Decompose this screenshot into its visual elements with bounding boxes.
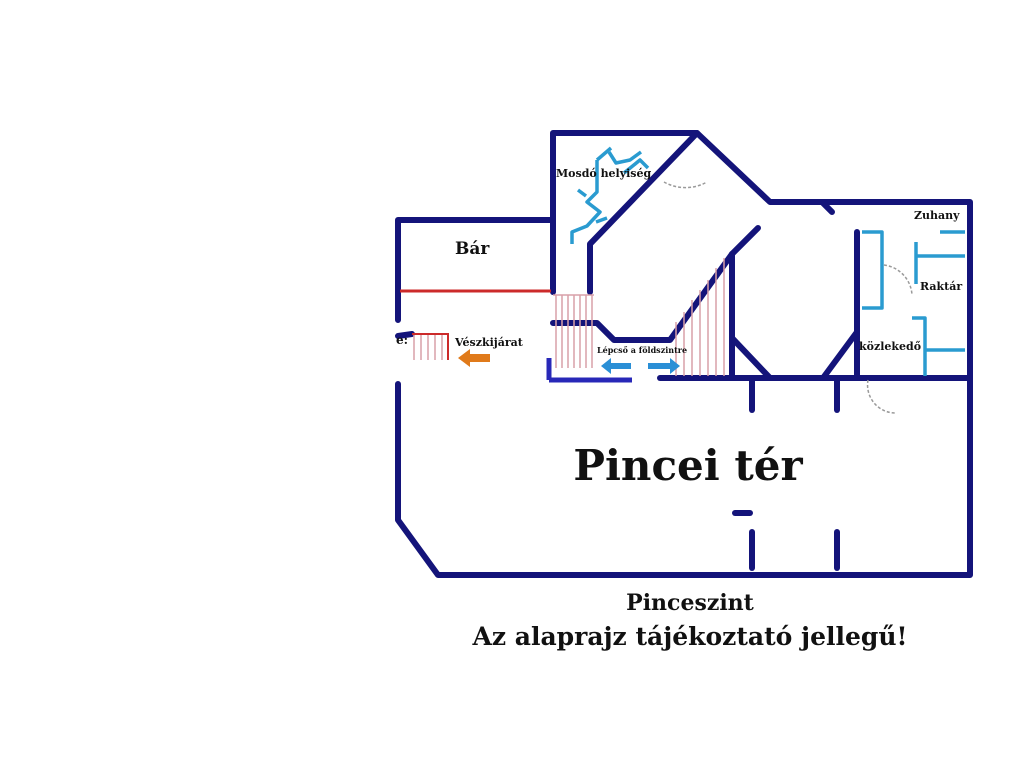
stairs-label: Lépcső a földszintre [597, 345, 687, 355]
corridor-label: közlekedő [859, 340, 921, 353]
walls [395, 130, 973, 578]
exit-stairs-frame [412, 333, 449, 360]
exit-prefix-label: e: [396, 333, 408, 347]
outer-wall [395, 130, 973, 578]
stair-wall-upper [729, 225, 761, 257]
bar-label: Bár [455, 239, 490, 259]
stub-wall [819, 199, 835, 215]
shower-door [883, 264, 913, 296]
disclaimer-caption: Az alaprajz tájékoztató jellegű! [472, 622, 908, 651]
shower-label: Zuhany [914, 209, 960, 222]
exit-wall [395, 331, 415, 339]
stair-hall-wall [550, 251, 735, 343]
main-hall-label: Pincei tér [573, 441, 803, 490]
stair-diag-inner [729, 335, 773, 381]
stairs-arrow [601, 358, 680, 374]
floor-level-caption: Pinceszint [626, 590, 754, 616]
exit-label: Vészkijárat [454, 336, 524, 349]
corridor-door [866, 379, 897, 414]
door-swings [663, 181, 913, 414]
toilet-diagonal-wall [587, 130, 700, 295]
exit-arrow [458, 349, 490, 367]
storage-label: Raktár [920, 280, 962, 293]
toilet-door [663, 181, 708, 189]
corridor-diag-wall [820, 329, 860, 381]
plumbing [570, 146, 965, 376]
toilet-label: Mosdó helyiség [556, 167, 652, 180]
